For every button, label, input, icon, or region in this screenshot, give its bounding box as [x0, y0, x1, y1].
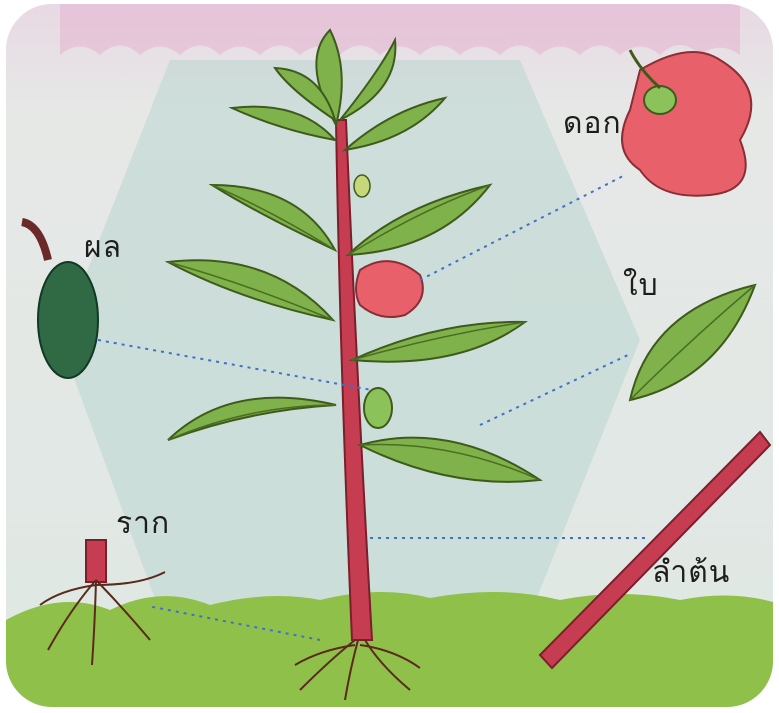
label-flower: ดอก: [563, 100, 622, 147]
plant-diagram: [6, 4, 773, 707]
label-stem: ลำต้น: [652, 549, 730, 596]
label-fruit: ผล: [84, 224, 122, 271]
plant-bud: [354, 175, 370, 197]
label-root: ราก: [116, 500, 170, 547]
diagram-frame: ดอก ผล ใบ ราก ลำต้น: [6, 4, 773, 707]
ground: [6, 592, 773, 707]
label-leaf: ใบ: [623, 262, 659, 309]
plant-fruit: [364, 388, 392, 428]
plant-flower: [356, 261, 423, 317]
